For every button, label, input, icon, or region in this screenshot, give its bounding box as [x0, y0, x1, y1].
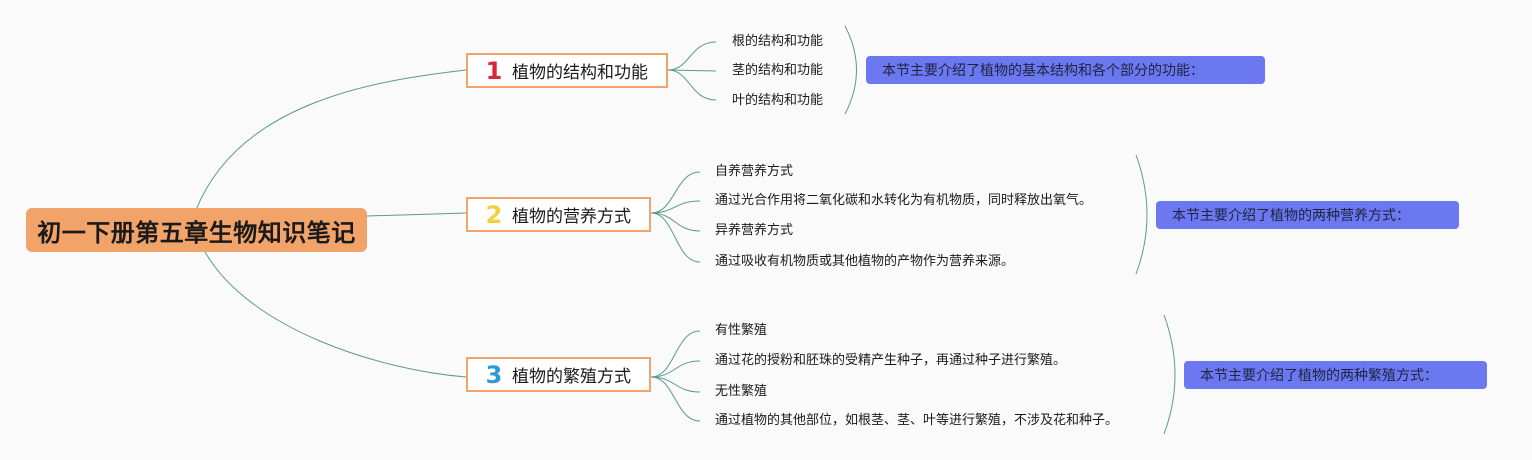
topic-2-item-2-connector — [650, 200, 701, 214]
leaf-item-sexual-reproduction[interactable]: 有性繁殖 — [715, 323, 768, 338]
root-to-topic-3-connector — [204, 251, 467, 378]
topic-number-2: 2 — [485, 200, 503, 229]
topic-1-summary-bracket — [844, 25, 857, 115]
leaf-item-leaf-structure[interactable]: 叶的结构和功能 — [732, 93, 824, 108]
topic-3-item-3-connector — [650, 376, 701, 393]
leaf-item-autotrophic[interactable]: 自养营养方式 — [715, 164, 794, 179]
topic-1-item-2-connector — [667, 69, 717, 72]
topic-2-item-1-connector — [650, 171, 701, 214]
summary-nutrition[interactable]: 本节主要介绍了植物的两种营养方式： — [1156, 201, 1459, 229]
summary-reproduction[interactable]: 本节主要介绍了植物的两种繁殖方式： — [1184, 361, 1487, 389]
leaf-item-heterotrophic[interactable]: 异养营养方式 — [715, 223, 794, 238]
topic-1-item-1-connector — [667, 41, 717, 71]
leaf-item-sexual-desc[interactable]: 通过花的授粉和胚珠的受精产生种子，再通过种子进行繁殖。 — [715, 353, 1067, 368]
leaf-item-root-structure[interactable]: 根的结构和功能 — [732, 34, 824, 49]
summary-text: 本节主要介绍了植物的两种营养方式： — [1172, 208, 1410, 224]
topic-2-item-3-connector — [650, 212, 701, 232]
topic-2-item-4-connector — [650, 212, 701, 263]
summary-text: 本节主要介绍了植物的两种繁殖方式： — [1200, 368, 1438, 384]
summary-text: 本节主要介绍了植物的基本结构和各个部分的功能： — [882, 63, 1204, 79]
topic-node-structure-function[interactable]: 1 植物的结构和功能 — [466, 53, 668, 88]
topic-1-item-3-connector — [667, 69, 717, 101]
root-to-topic-2-connector — [366, 212, 467, 217]
summary-structure-function[interactable]: 本节主要介绍了植物的基本结构和各个部分的功能： — [866, 56, 1265, 84]
root-node[interactable]: 初一下册第五章生物知识笔记 — [26, 208, 367, 252]
topic-node-nutrition[interactable]: 2 植物的营养方式 — [466, 197, 651, 232]
leaf-item-stem-structure[interactable]: 茎的结构和功能 — [732, 63, 824, 78]
topic-3-summary-bracket — [1163, 314, 1176, 435]
topic-label: 植物的营养方式 — [512, 207, 631, 227]
topic-label: 植物的繁殖方式 — [512, 367, 631, 387]
topic-label: 植物的结构和功能 — [512, 63, 648, 83]
topic-number-3: 3 — [485, 360, 503, 389]
topic-3-item-1-connector — [650, 330, 701, 378]
topic-3-item-2-connector — [650, 360, 701, 378]
leaf-item-photosynthesis-desc[interactable]: 通过光合作用将二氧化碳和水转化为有机物质，同时释放出氧气。 — [715, 193, 1093, 208]
leaf-item-asexual-reproduction[interactable]: 无性繁殖 — [715, 384, 768, 399]
leaf-item-asexual-desc[interactable]: 通过植物的其他部位，如根茎、茎、叶等进行繁殖，不涉及花和种子。 — [715, 413, 1119, 428]
topic-number-1: 1 — [485, 56, 503, 85]
root-title: 初一下册第五章生物知识笔记 — [37, 218, 356, 247]
topic-3-item-4-connector — [650, 376, 701, 422]
leaf-item-heterotrophic-desc[interactable]: 通过吸收有机物质或其他植物的产物作为营养来源。 — [715, 254, 1015, 269]
topic-2-summary-bracket — [1135, 154, 1148, 275]
topic-node-reproduction[interactable]: 3 植物的繁殖方式 — [466, 357, 651, 392]
root-to-topic-1-connector — [195, 69, 467, 211]
